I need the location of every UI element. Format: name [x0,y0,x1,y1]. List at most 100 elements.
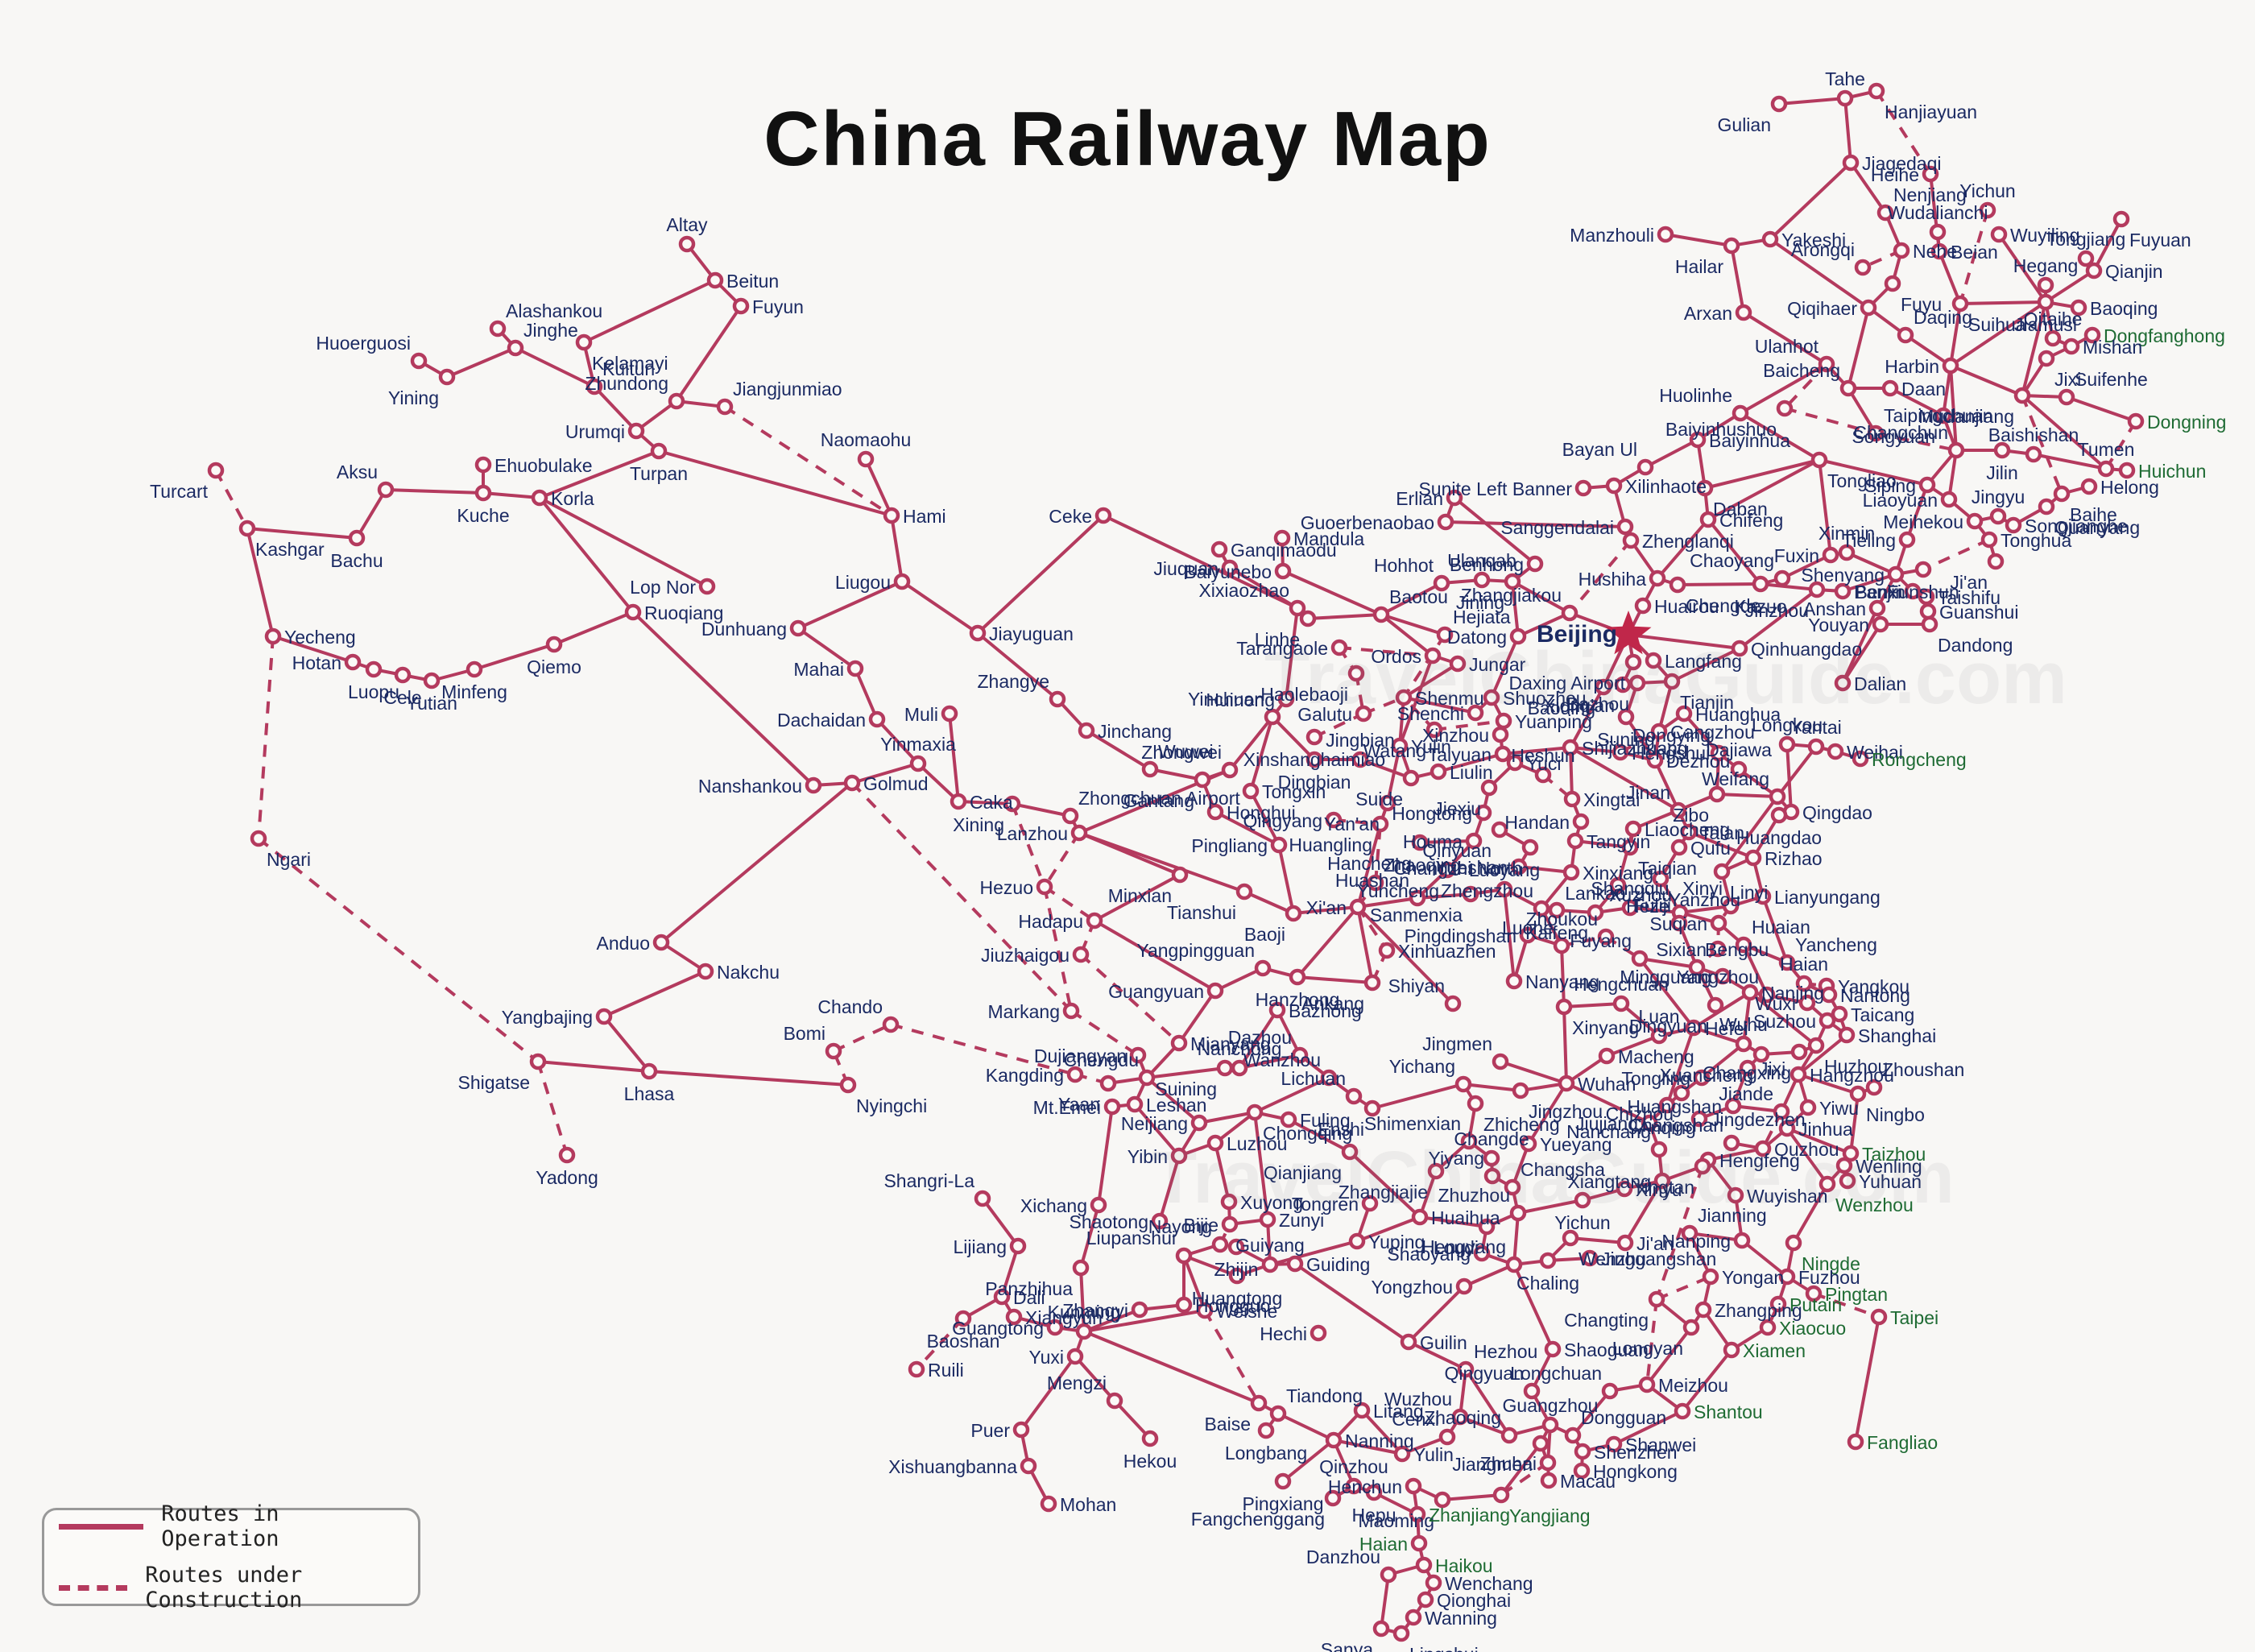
railway-line-in-operation [1079,1204,1100,1269]
station-label: Lankao [1565,883,1625,904]
station-dot [1046,1319,1064,1336]
station-label: Wenzhu [1578,1248,1646,1269]
station-dot [545,636,563,653]
station-dot [1839,379,1857,397]
railway-line-under-construction [1079,953,1181,1045]
railway-line-in-operation [1083,1330,1260,1405]
station-dot [1860,299,1877,317]
station-dot [1987,553,2005,570]
station-label: Houma [1403,831,1463,852]
station-label: Hanzhong [1256,989,1340,1010]
station-label: Taicang [1851,1004,1914,1025]
railway-line-in-operation [1786,1127,1852,1155]
station-label: Songyuan [1852,426,1935,447]
station-label: Tahe [1825,68,1865,89]
station-label: Jilin [1986,462,2018,483]
station-dot [1062,1002,1080,1020]
station-dot [1682,1319,1700,1336]
station-dot [1003,795,1021,813]
station-label: Yanzhou [1669,889,1740,910]
station-dot [1769,1295,1787,1313]
station-label: Xinyang [1572,1017,1639,1038]
station-dot [1036,878,1053,896]
station-dot [1325,1431,1343,1449]
station-dot [2097,460,2115,478]
station-dot [1548,901,1566,919]
railway-line-in-operation [1502,746,1571,756]
station-label: Kuche [457,505,509,526]
station-label: Hepu [1352,1505,1396,1526]
station-label: Baiyinhushuo [1665,419,1777,440]
station-dot [1075,1323,1093,1340]
station-label: Yangjiang [1509,1505,1591,1526]
station-dot [575,333,593,351]
railway-line-in-operation [1012,802,1071,818]
legend-row-operation: Routes in Operation [59,1501,403,1551]
station-label: Fuyu [1901,294,1942,315]
station-label: Hotan [292,652,341,673]
railway-line-in-operation [1847,307,1870,389]
station-label: Lhasa [624,1083,675,1104]
station-dot [1220,1193,1238,1211]
station-label: Dalian [1854,673,1906,694]
station-label: Wuhu [1719,1014,1768,1035]
railway-line-in-operation [1442,1493,1502,1501]
station-label: Hengchuan [1574,974,1669,995]
station-dot [1361,1194,1379,1212]
railway-line-in-operation [1781,553,1831,580]
station-dot [1966,512,1984,530]
station-label: Heze [1626,896,1670,917]
station-label: Bachu [330,550,383,571]
station-dot [1724,1097,1742,1115]
station-dot [1921,615,1938,633]
station-label: Sunite Left Banner [1418,478,1572,499]
railway-line-in-operation [1657,681,1674,732]
station-label: Qingdao [1802,802,1872,823]
railway-line-in-operation [1277,844,1295,914]
station-dot [1259,1211,1276,1228]
station-dot [595,1008,613,1025]
station-label: Xishuangbanna [888,1456,1017,1477]
station-label: Hadapu [1018,911,1083,932]
railway-line-under-construction [1314,712,1364,739]
station-dot [489,320,507,337]
station-dot [1754,888,1772,905]
station-label: Xinhuazhen [1398,941,1496,962]
station-dot [843,774,861,792]
station-label: Ji'an [1950,572,1988,593]
station-label: Tongxin [1262,781,1326,802]
railway-line-in-operation [958,800,1013,805]
railway-line-in-operation [1776,745,1818,798]
station-dot [1790,1066,1807,1083]
railway-line-in-operation [1145,1076,1201,1124]
station-dot [465,660,483,678]
station-dot [1838,544,1856,561]
station-dot [1641,1114,1658,1132]
railway-line-in-operation [1198,1111,1256,1124]
station-dot [474,456,492,474]
station-label: Dezhou [1666,751,1730,772]
station-label: Jiangjunmiao [733,379,842,400]
station-label: Baihe [2070,504,2117,525]
railway-line-in-operation [631,611,815,787]
station-dot [1940,491,1958,508]
station-label: Lop Nor [630,577,696,598]
station-dot [2085,262,2103,279]
station-dot [1727,1186,1744,1204]
station-label: Ngari [267,849,311,870]
station-label: Ceke [1049,506,1092,527]
station-dot [1790,1043,1808,1061]
station-label: Dachaidan [777,710,866,731]
railway-line-under-construction [1959,209,1989,304]
station-label: Benhong [1450,554,1524,575]
station-dot [1658,1096,1676,1114]
station-label: Jixi [2054,369,2081,390]
station-label: Baoshan [927,1331,1000,1352]
railway-line-in-operation [1277,1412,1334,1442]
station-label: Bengbu [1705,939,1769,960]
station-label: Huaian [1752,917,1810,938]
station-label: Jiamusi [2014,314,2077,335]
station-label: Hekou [1123,1451,1177,1472]
station-label: Jixi [1759,1058,1785,1079]
station-dot [1196,1302,1214,1319]
